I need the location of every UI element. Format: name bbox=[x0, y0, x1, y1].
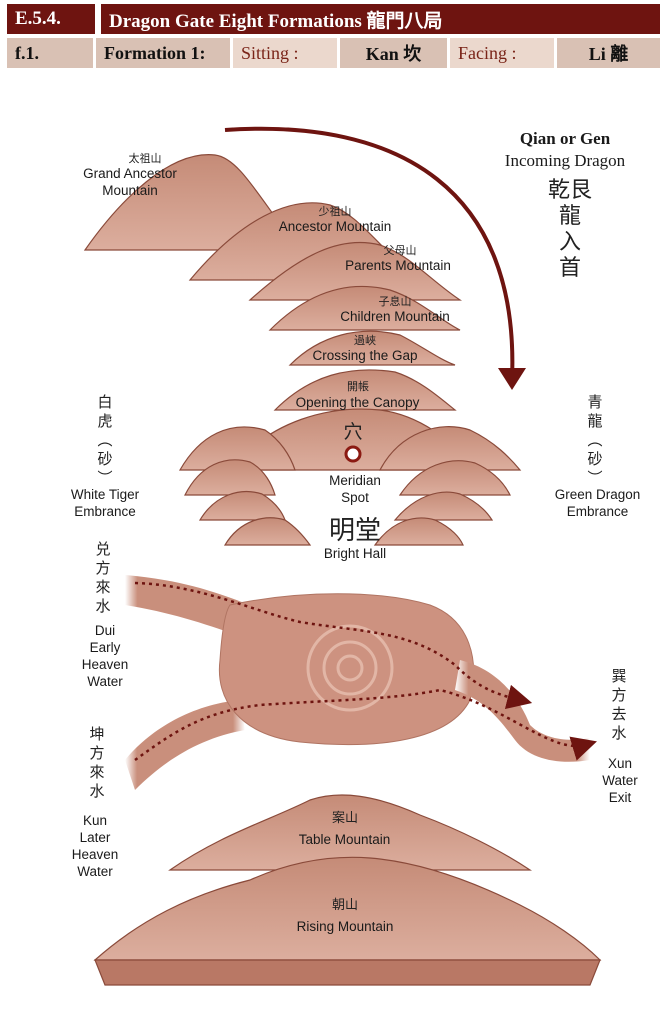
parents-en: Parents Mountain bbox=[345, 258, 451, 273]
flow-arrows bbox=[134, 581, 597, 762]
ancestor-en: Ancestor Mountain bbox=[278, 219, 392, 234]
section-number: E.5.4. bbox=[7, 4, 95, 34]
green-dragon-en: Green Dragon Embrance bbox=[554, 487, 641, 519]
parents-mountain bbox=[248, 241, 462, 301]
ancestor-cn: 少祖山 bbox=[318, 205, 352, 218]
white-tiger-embrace bbox=[178, 426, 312, 546]
kun-inflow bbox=[125, 700, 245, 790]
children-cn: 子息山 bbox=[378, 295, 412, 308]
dui-water-en: Dui Early Heaven Water bbox=[81, 623, 129, 689]
swirl bbox=[306, 624, 394, 712]
kun-water-cn: 坤 方 來 水 bbox=[89, 725, 105, 800]
formation-code: f.1. bbox=[7, 38, 93, 68]
parents-cn: 父母山 bbox=[383, 244, 417, 257]
white-tiger-en: White Tiger Embrance bbox=[70, 487, 140, 519]
xun-water-cn: 巽 方 去 水 bbox=[611, 667, 627, 742]
bright-hall-cn: 明堂 bbox=[328, 516, 381, 546]
table-mountain-cn: 案山 bbox=[331, 811, 358, 826]
incoming-dragon-subtitle: Incoming Dragon bbox=[504, 151, 626, 170]
meridian-en: Meridian Spot bbox=[329, 473, 381, 505]
table-mountain bbox=[168, 794, 532, 871]
bright-hall-pool bbox=[218, 593, 475, 746]
meridian-cn: 穴 bbox=[343, 421, 363, 443]
opening-canopy-en: Opening the Canopy bbox=[295, 395, 420, 410]
facing-value: Li 離 bbox=[557, 38, 660, 68]
sitting-value: Kan 坎 bbox=[340, 38, 447, 68]
formation-name: Formation 1: bbox=[96, 38, 230, 68]
crossing-gap-en: Crossing the Gap bbox=[312, 348, 418, 363]
water-body bbox=[125, 575, 597, 790]
incoming-dragon-chinese: 乾艮 龍 入 首 bbox=[547, 178, 592, 281]
opening-canopy-cn: 開帳 bbox=[347, 380, 369, 393]
header-bar: E.5.4. Dragon Gate Eight Formations 龍門八局 bbox=[7, 4, 660, 34]
incoming-dragon-arrowhead bbox=[498, 368, 526, 390]
rising-mountain-en: Rising Mountain bbox=[296, 919, 394, 934]
crossing-gap bbox=[288, 330, 456, 366]
dui-water-cn: 兑 方 來 水 bbox=[95, 540, 111, 615]
facing-label: Facing : bbox=[450, 38, 554, 68]
incoming-dragon-arrow bbox=[224, 126, 515, 381]
children-en: Children Mountain bbox=[340, 309, 450, 324]
bright-hall-en: Bright Hall bbox=[323, 546, 387, 561]
opening-canopy bbox=[273, 369, 457, 411]
crossing-gap-cn: 過峽 bbox=[354, 334, 376, 347]
xun-outflow bbox=[455, 660, 590, 762]
incoming-dragon-title: Qian or Gen bbox=[519, 129, 611, 148]
mountain-chain bbox=[83, 154, 482, 471]
page-title: Dragon Gate Eight Formations 龍門八局 bbox=[101, 4, 660, 34]
grand-ancestor-en: Grand Ancestor Mountain bbox=[83, 166, 177, 198]
green-dragon-cn: 青 龍 ︵ 砂 ︶ bbox=[587, 393, 603, 487]
rising-mountain-cn: 朝山 bbox=[331, 898, 358, 913]
sitting-label: Sitting : bbox=[233, 38, 337, 68]
table-mountain-en: Table Mountain bbox=[298, 832, 391, 847]
formation-row: f.1. Formation 1: Sitting : Kan 坎 Facing… bbox=[7, 38, 660, 68]
green-dragon-embrace bbox=[373, 426, 522, 546]
kun-water-en: Kun Later Heaven Water bbox=[71, 813, 119, 879]
dui-inflow bbox=[125, 575, 250, 640]
xun-water-en: Xun Water Exit bbox=[602, 756, 638, 805]
grand-ancestor-cn: 太祖山 bbox=[128, 152, 162, 165]
children-mountain bbox=[268, 285, 461, 331]
rising-mountain bbox=[93, 856, 602, 986]
meridian-spot-marker bbox=[344, 445, 362, 463]
white-tiger-cn: 白 虎 ︵ 砂 ︶ bbox=[97, 393, 113, 487]
